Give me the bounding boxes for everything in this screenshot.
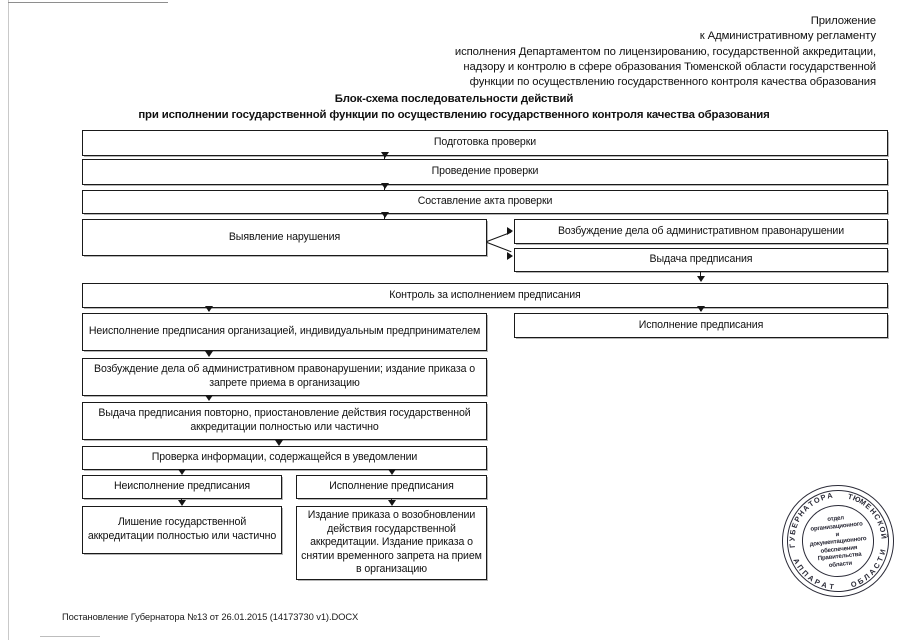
flow-node-vydacha-predpisaniya: Выдача предписания (514, 248, 888, 272)
header-line-1: Приложение (810, 15, 876, 27)
seal-arc-char: Т (828, 581, 835, 592)
flow-node-label: Лишение государственной аккредитации пол… (87, 516, 277, 542)
flow-node-label: Выдача предписания повторно, приостановл… (98, 407, 471, 433)
seal-arc-char: Й (878, 533, 889, 540)
footer-filename: Постановление Губернатора №13 от 26.01.2… (62, 611, 359, 622)
flow-node-label: Издание приказа о возобновлении действия… (301, 509, 482, 576)
arrowhead-n12-n13 (178, 469, 186, 475)
arrowhead-n4-n5 (507, 227, 513, 235)
flow-node-vozbuzhdenie-dela-1: Возбуждение дела об административном пра… (514, 219, 888, 244)
arrowhead-n7-n9 (697, 306, 705, 312)
arrowhead-n3-n4 (381, 212, 389, 218)
flow-node-label: Составление акта проверки (417, 195, 553, 208)
arrowhead-n13-n15 (178, 500, 186, 506)
connector-n1-n2 (384, 156, 386, 160)
seal-inner-text: отдел организационного и документационно… (800, 506, 877, 579)
flow-node-vyyavlenie-narusheniya: Выявление нарушения (82, 219, 487, 256)
flow-node-label: Выдача предписания (649, 253, 753, 266)
flow-node-ispolnenie-predpisaniya-top: Исполнение предписания (514, 313, 888, 338)
page-border-bottom (40, 636, 100, 637)
arrowhead-n4-n6 (507, 252, 513, 260)
arrowhead-n8-n10 (205, 351, 213, 357)
arrowhead-n7-n8 (205, 306, 213, 312)
flow-node-label: Неисполнение предписания (113, 480, 251, 493)
flow-node-proverka-informacii: Проверка информации, содержащейся в увед… (82, 446, 487, 470)
flow-node-sostavlenie-akta: Составление акта проверки (82, 190, 888, 214)
seal-arc-char (838, 582, 840, 591)
arrowhead-n14-n16 (388, 500, 396, 506)
flow-node-provedenie-proverki: Проведение проверки (82, 159, 888, 185)
header-line-3: исполнения Департаментом по лицензирован… (454, 45, 876, 58)
arrowhead-n2-n3 (381, 183, 389, 189)
flow-node-neispolnenie-predpisaniya: Неисполнение предписания (82, 475, 282, 499)
flow-node-kontrol-za-ispolneniem: Контроль за исполнением предписания (82, 283, 888, 308)
flow-node-vozbuzhdenie-dela-2: Возбуждение дела об административном пра… (82, 358, 487, 396)
header-line-5: функции по осуществлению государственног… (469, 76, 876, 89)
flow-node-label: Исполнение предписания (329, 480, 454, 493)
flow-node-neispolnenie-organizaciey: Неисполнение предписания организацией, и… (82, 313, 487, 351)
header-line-2: к Административному регламенту (699, 30, 876, 43)
flow-node-label: Исполнение предписания (638, 318, 764, 331)
title-line-1: Блок-схема последовательности действий (334, 93, 574, 105)
flow-node-ispolnenie-predpisaniya-bottom: Исполнение предписания (296, 475, 487, 499)
document-header: Приложение к Административному регламент… (200, 14, 876, 90)
page-border-top (8, 2, 168, 3)
flow-node-izdanie-prikaza-vozobnovlenie: Издание приказа о возобновлении действия… (296, 506, 487, 580)
flow-node-label: Неисполнение предписания организацией, и… (88, 325, 481, 338)
seal-line-7: области (828, 559, 853, 570)
page-border-left (8, 0, 9, 640)
flow-node-podgotovka-proverki: Подготовка проверки (82, 130, 888, 156)
seal-arc-char (835, 490, 837, 499)
flow-node-label: Проведение проверки (431, 165, 539, 178)
arrowhead-n6-n7 (697, 276, 705, 282)
flow-node-vydacha-povtorno: Выдача предписания повторно, приостановл… (82, 402, 487, 440)
arrowhead-n11-n12 (275, 440, 283, 446)
flow-node-label: Подготовка проверки (433, 136, 537, 149)
header-line-4: надзору и контролю в сфере образования Т… (463, 60, 876, 73)
flow-node-lishenie-akkreditacii: Лишение государственной аккредитации пол… (82, 506, 282, 554)
connector-n6-n7 (700, 272, 702, 279)
flow-node-label: Проверка информации, содержащейся в увед… (151, 451, 418, 464)
flow-node-label: Контроль за исполнением предписания (389, 288, 581, 301)
flow-node-label: Выявление нарушения (228, 230, 341, 243)
arrowhead-n1-n2 (381, 152, 389, 158)
arrowhead-n10-n11 (205, 395, 213, 401)
page-title: Блок-схема последовательности действий п… (20, 92, 888, 123)
flow-node-label: Возбуждение дела об административном пра… (93, 363, 476, 389)
flow-node-label: Возбуждение дела об административном пра… (557, 224, 845, 237)
arrowhead-n12-n14 (388, 469, 396, 475)
title-line-2: при исполнении государственной функции п… (138, 108, 770, 121)
seal-arc-char: У (787, 536, 797, 542)
